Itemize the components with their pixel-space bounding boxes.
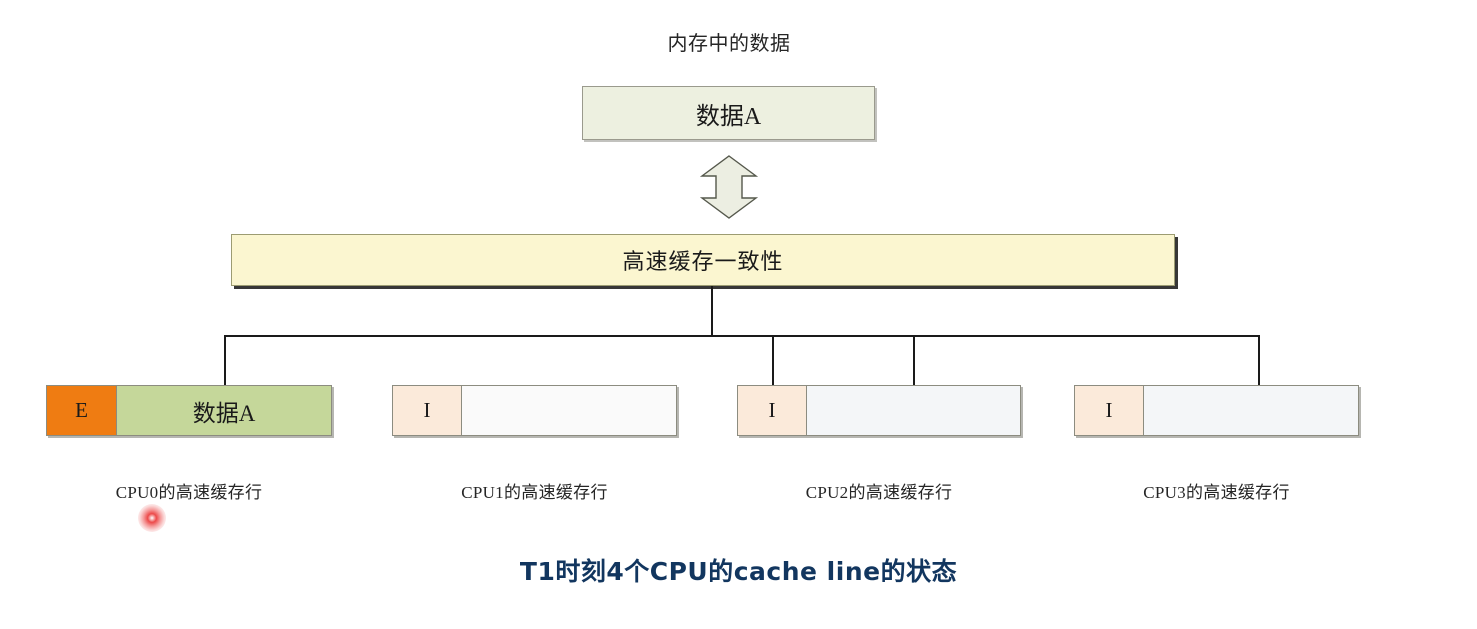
click-indicator-icon <box>138 504 166 532</box>
cache-line-cpu0: E 数据A <box>46 385 332 436</box>
memory-data-box: 数据A <box>582 86 875 140</box>
cache-line-cpu1-data <box>462 385 677 436</box>
connector-bus <box>224 335 1260 337</box>
cache-line-cpu1-state-label: I <box>423 398 431 422</box>
cache-line-cpu0-state: E <box>46 385 117 436</box>
memory-title: 内存中的数据 <box>667 33 791 55</box>
cache-line-cpu0-caption: CPU0的高速缓存行 <box>115 483 263 502</box>
cache-line-cpu2-caption: CPU2的高速缓存行 <box>805 483 953 502</box>
cache-coherence-label: 高速缓存一致性 <box>622 249 784 274</box>
cache-line-cpu3-state: I <box>1074 385 1144 436</box>
double-headed-vertical-arrow <box>699 155 759 219</box>
cache-line-cpu0-data-label: 数据A <box>192 400 256 426</box>
connector-bus-to-cpu2-left <box>772 335 774 386</box>
cache-line-cpu1-caption: CPU1的高速缓存行 <box>461 483 608 502</box>
connector-bus-to-cpu3 <box>1258 335 1260 386</box>
connector-bar-to-bus <box>711 286 713 337</box>
cache-line-cpu3-caption: CPU3的高速缓存行 <box>1143 483 1290 502</box>
memory-data-box-label: 数据A <box>695 103 762 130</box>
cache-line-cpu0-state-label: E <box>75 398 88 422</box>
diagram-caption: T1时刻4个CPU的cache line的状态 <box>519 557 958 586</box>
cache-line-cpu3-state-label: I <box>1105 398 1113 422</box>
cache-line-cpu1: I <box>392 385 677 436</box>
cache-line-cpu2-state-label: I <box>768 398 776 422</box>
cache-line-cpu0-data: 数据A <box>117 385 332 436</box>
cache-line-cpu2: I <box>737 385 1021 436</box>
connector-bus-to-cpu2-right <box>913 335 915 386</box>
connector-bus-to-cpu0 <box>224 335 226 386</box>
cache-line-cpu2-state: I <box>737 385 807 436</box>
cache-line-cpu3: I <box>1074 385 1359 436</box>
cache-line-cpu3-data <box>1144 385 1359 436</box>
cache-line-cpu1-state: I <box>392 385 462 436</box>
cache-coherence-bar: 高速缓存一致性 <box>231 234 1175 286</box>
cache-line-cpu2-data <box>807 385 1021 436</box>
